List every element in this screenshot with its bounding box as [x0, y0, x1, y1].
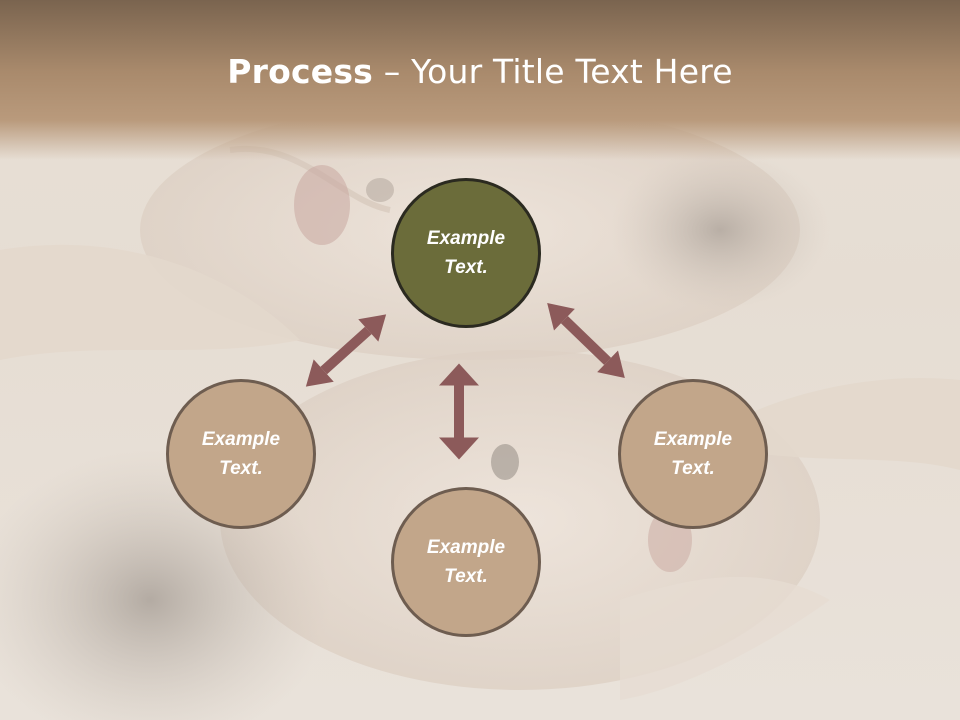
arrow-top-right — [547, 302, 625, 379]
title-bold-part: Process — [227, 52, 374, 91]
circle-label: Example Text. — [426, 537, 506, 587]
arrow-top-left — [305, 314, 387, 387]
process-circle-top: Example Text. — [391, 178, 541, 328]
title-rest-part: – Your Title Text Here — [373, 52, 733, 91]
circle-label: Example Text. — [653, 429, 733, 479]
process-circle-right: Example Text. — [618, 379, 768, 529]
slide-title: Process – Your Title Text Here — [0, 52, 960, 91]
circle-label: Example Text. — [201, 429, 281, 479]
arrow-center-vertical — [439, 363, 479, 460]
header-band — [0, 0, 960, 160]
process-circle-bottom: Example Text. — [391, 487, 541, 637]
process-circle-left: Example Text. — [166, 379, 316, 529]
circle-label: Example Text. — [426, 228, 506, 278]
